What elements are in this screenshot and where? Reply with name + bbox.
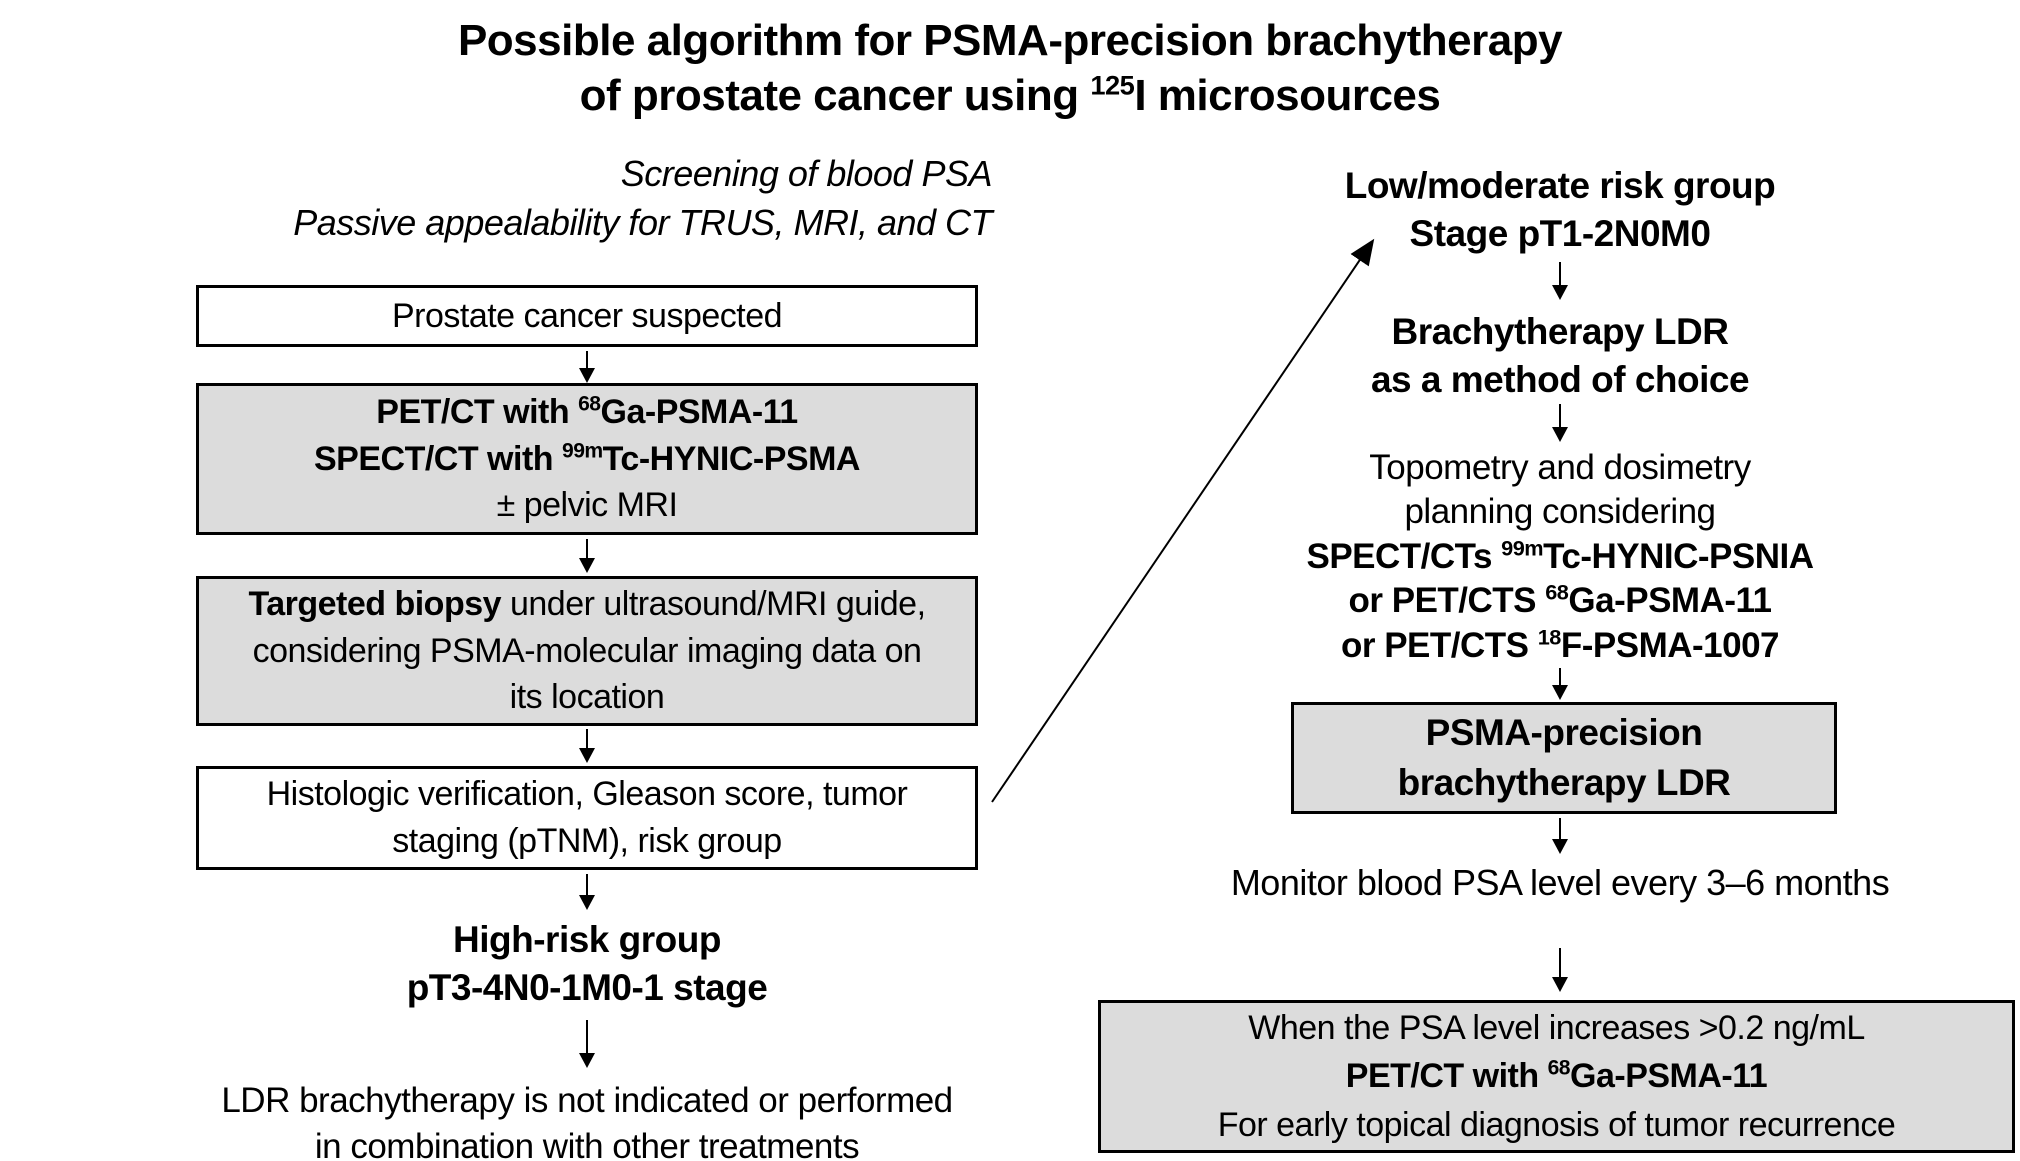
text-line: Targeted biopsy under ultrasound/MRI gui… xyxy=(248,584,926,623)
box-histology: Histologic verification, Gleason score, … xyxy=(196,766,978,870)
text-line: Low/moderate risk group xyxy=(1344,165,1776,206)
arrow-down-icon xyxy=(1549,668,1571,700)
text-line: PET/CT with 68Ga-PSMA-11 xyxy=(1345,1057,1768,1096)
text-line: Histologic verification, Gleason score, … xyxy=(266,775,908,814)
text-line: PET/CT with 68Ga-PSMA-11 xyxy=(376,392,798,431)
arrow-down-icon xyxy=(1549,404,1571,442)
text-topometry-planning: Topometry and dosimetry planning conside… xyxy=(1100,446,2020,668)
text-line: brachytherapy LDR xyxy=(1397,762,1731,803)
text-line: Topometry and dosimetry xyxy=(1369,448,1751,487)
text-line: staging (pTNM), risk group xyxy=(392,822,782,860)
text-line: LDR brachytherapy is not indicated or pe… xyxy=(221,1081,953,1120)
preamble-note: Screening of blood PSA Passive appealabi… xyxy=(0,150,992,247)
text-monitor-psa: Monitor blood PSA level every 3–6 months xyxy=(1100,862,2020,904)
text-ldr-not-indicated: LDR brachytherapy is not indicated or pe… xyxy=(146,1078,1028,1161)
text-line: SPECT/CT with 99mTc-HYNIC-PSMA xyxy=(313,439,861,478)
text-line: Stage pT1-2N0M0 xyxy=(1409,213,1711,255)
arrow-down-icon xyxy=(576,1020,598,1068)
text-high-risk-group: High-risk group pT3-4N0-1M0-1 stage xyxy=(196,916,978,1012)
arrow-down-icon xyxy=(1549,948,1571,992)
box-psa-recurrence: When the PSA level increases >0.2 ng/mL … xyxy=(1098,1000,2015,1153)
arrow-down-icon xyxy=(576,874,598,910)
preamble-line-2: Passive appealability for TRUS, MRI, and… xyxy=(293,201,992,243)
text-line: or PET/CTS 68Ga-PSMA-11 xyxy=(1348,579,1773,621)
text-line: pT3-4N0-1M0-1 stage xyxy=(406,967,768,1009)
box-imaging: PET/CT with 68Ga-PSMA-11 SPECT/CT with 9… xyxy=(196,383,978,535)
text-line: Monitor blood PSA level every 3–6 months xyxy=(1230,862,1890,903)
arrow-down-icon xyxy=(1549,818,1571,854)
text-line: When the PSA level increases >0.2 ng/mL xyxy=(1248,1009,1865,1048)
arrow-down-icon xyxy=(576,351,598,383)
text-line: in combination with other treatments xyxy=(314,1126,860,1161)
arrow-down-icon xyxy=(1549,262,1571,300)
arrow-down-icon xyxy=(576,539,598,573)
text-line: For early topical diagnosis of tumor rec… xyxy=(1217,1105,1896,1144)
box-psma-precision: PSMA-precision brachytherapy LDR xyxy=(1291,702,1837,814)
text-low-moderate-risk: Low/moderate risk group Stage pT1-2N0M0 xyxy=(1100,162,2020,258)
box-prostate-suspected: Prostate cancer suspected xyxy=(196,285,978,347)
page-title: Possible algorithm for PSMA-precision br… xyxy=(0,14,2020,123)
arrow-down-icon xyxy=(576,729,598,763)
text-line: considering PSMA-molecular imaging data … xyxy=(252,631,922,670)
text-line: or PET/CTS 18F-PSMA-1007 xyxy=(1340,624,1780,665)
text-line: PSMA-precision xyxy=(1425,712,1703,754)
title-line-1: Possible algorithm for PSMA-precision br… xyxy=(457,16,1563,65)
box-targeted-biopsy: Targeted biopsy under ultrasound/MRI gui… xyxy=(196,576,978,726)
text-line: SPECT/CTs 99mTc-HYNIC-PSNIA xyxy=(1306,535,1814,576)
text-line: planning considering xyxy=(1404,492,1716,532)
text-line: its location xyxy=(509,678,665,717)
title-line-2: of prostate cancer using 125I microsourc… xyxy=(579,68,1441,120)
text-line: Brachytherapy LDR xyxy=(1391,311,1729,352)
text-line: ± pelvic MRI xyxy=(496,486,678,525)
preamble-line-1: Screening of blood PSA xyxy=(620,153,993,194)
text-line: Prostate cancer suspected xyxy=(391,296,783,335)
text-line: High-risk group xyxy=(453,919,721,960)
text-line: as a method of choice xyxy=(1370,359,1750,401)
text-brachytherapy-ldr-choice: Brachytherapy LDR as a method of choice xyxy=(1100,308,2020,404)
